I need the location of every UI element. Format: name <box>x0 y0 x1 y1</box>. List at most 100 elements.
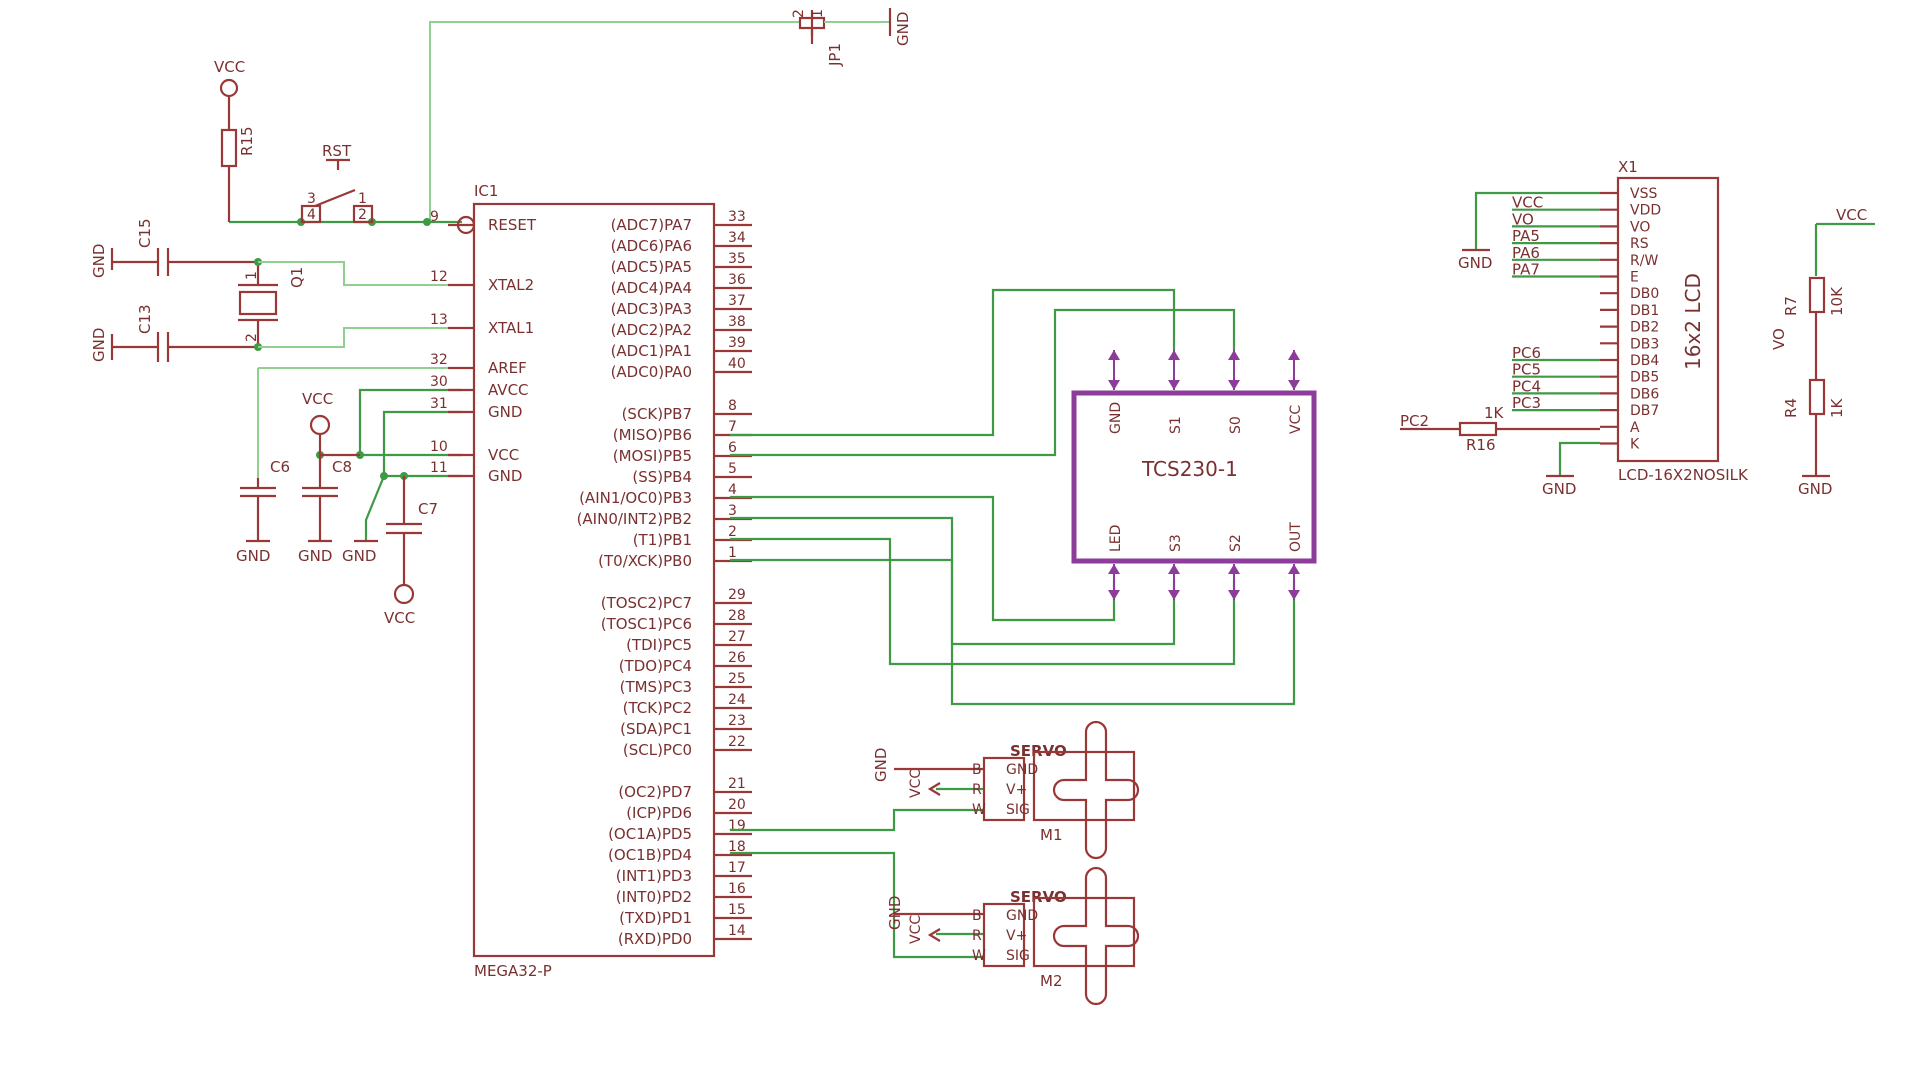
mcu-pin-num: 9 <box>430 209 439 225</box>
servo-ref: M2 <box>1040 972 1063 990</box>
r15-resistor[interactable]: VCC R15 <box>214 58 256 222</box>
r16-value: 1K <box>1484 404 1505 422</box>
mcu-pin-num: 19 <box>728 818 746 834</box>
servo-pin-letter: R <box>972 928 982 944</box>
mcu-pin-name: VCC <box>488 446 519 464</box>
c6-label: C6 <box>270 458 290 476</box>
mcu-pin-num: 18 <box>728 839 746 855</box>
mcu-pin-num: 13 <box>430 312 448 328</box>
crystal-section[interactable]: GND C15 GND C13 Q1 1 2 <box>90 218 462 362</box>
sw-pin4: 4 <box>307 207 316 223</box>
lcd-pin-name: VSS <box>1630 186 1657 202</box>
mcu-pin-name: (SS)PB4 <box>632 468 692 486</box>
mcu-pin-num: 1 <box>728 545 737 561</box>
mcu-pin-name: (T1)PB1 <box>633 531 692 549</box>
mcu-pin-name: (AIN1/OC0)PB3 <box>579 489 692 507</box>
mcu-pin-name: (TDO)PC4 <box>619 657 692 675</box>
divider-vcc-label: VCC <box>1836 206 1867 224</box>
mcu-pin-num: 2 <box>728 524 737 540</box>
mcu-pin-name: (INT0)PD2 <box>616 888 692 906</box>
contrast-divider[interactable]: VCC GND R7 10K R4 1K VO <box>1770 206 1875 498</box>
mcu-pin-name: (SCK)PB7 <box>622 405 692 423</box>
lcd-ref: X1 <box>1618 158 1638 176</box>
sensor-pin-s2: S2 <box>1228 534 1244 552</box>
mcu-pin-name: (ADC3)PA3 <box>611 300 692 318</box>
mcu-ref: IC1 <box>474 182 498 200</box>
mcu-pin-num: 33 <box>728 209 746 225</box>
servo-pin-name: GND <box>1006 908 1038 924</box>
r7-label: R7 <box>1782 296 1800 316</box>
lcd-net-db7: PC3 <box>1512 394 1541 412</box>
jp1-pin2: 2 <box>791 9 807 18</box>
mcu-pin-name: (TOSC1)PC6 <box>601 615 692 633</box>
mcu-pin-name: (T0/XCK)PB0 <box>598 552 692 570</box>
sw-pin1: 1 <box>358 191 367 207</box>
mcu-pin-name: (OC2)PD7 <box>618 783 692 801</box>
mcu-pin-num: 35 <box>728 251 746 267</box>
mcu-pin-name: (MISO)PB6 <box>613 426 692 444</box>
c8-vcc-label: VCC <box>302 390 333 408</box>
sensor-pin-vcc: VCC <box>1288 405 1304 434</box>
lcd-net-db6: PC4 <box>1512 377 1541 395</box>
lcd-pin-name: VO <box>1630 219 1650 235</box>
mcu-pin-name: (TOSC2)PC7 <box>601 594 692 612</box>
mcu-pin-num: 25 <box>728 671 746 687</box>
mcu-pin-num: 28 <box>728 608 746 624</box>
c7-vcc-label: VCC <box>384 609 415 627</box>
mcu-pin-num: 15 <box>728 902 746 918</box>
lcd-pin-name: DB7 <box>1630 403 1659 419</box>
lcd-pin-name: DB4 <box>1630 353 1659 369</box>
c13-label: C13 <box>136 304 154 334</box>
jp1-pin1: 1 <box>810 9 826 18</box>
servo-pin-name: SIG <box>1006 802 1030 818</box>
mcu-pin-name: (ADC2)PA2 <box>611 321 692 339</box>
mcu-pin-name: (ADC6)PA6 <box>611 237 692 255</box>
mcu-pin-name: (AIN0/INT2)PB2 <box>577 510 692 528</box>
mcu-pin-num: 27 <box>728 629 746 645</box>
mcu-pin-name: (OC1A)PD5 <box>608 825 692 843</box>
c15-label: C15 <box>136 218 154 248</box>
mcu-pin-num: 16 <box>728 881 746 897</box>
mcu-atmega32[interactable]: IC1 MEGA32-P RESET9XTAL212XTAL113AREF32A… <box>430 182 752 980</box>
mcu-pin-num: 22 <box>728 734 746 750</box>
servo-pin-letter: R <box>972 782 982 798</box>
mcu-pin-name: XTAL1 <box>488 319 534 337</box>
servo-pin-letter: W <box>972 948 986 964</box>
r15-vcc-label: VCC <box>214 58 245 76</box>
sw-pin3: 3 <box>307 191 316 207</box>
sensor-wiring <box>730 288 1296 706</box>
divider-vo-label: VO <box>1770 328 1788 350</box>
lcd-16x2[interactable]: X1 LCD-16X2NOSILK 16x2 LCD VSSVDDVORSR/W… <box>1400 158 1749 498</box>
jumper-jp1[interactable]: 2 1 JP1 GND <box>791 8 912 67</box>
gnd-c6-label: GND <box>236 547 270 565</box>
r4-label: R4 <box>1782 398 1800 418</box>
mcu-pin-num: 37 <box>728 293 746 309</box>
lcd-pin-name: K <box>1630 437 1640 453</box>
mcu-pin-name: XTAL2 <box>488 276 534 294</box>
lcd-pin-name: RS <box>1630 236 1649 252</box>
decoupling-section[interactable]: VCC C6 GND C8 GND GND C7 VCC <box>236 367 462 627</box>
mcu-pin-num: 7 <box>728 419 737 435</box>
mcu-pin-num: 5 <box>728 461 737 477</box>
mcu-pin-num: 31 <box>430 396 448 412</box>
reset-net <box>229 21 800 226</box>
mcu-pin-name: (TMS)PC3 <box>620 678 692 696</box>
mcu-left-pins: RESET9XTAL212XTAL113AREF32AVCC30GND31VCC… <box>430 209 537 485</box>
mcu-pin-num: 17 <box>728 860 746 876</box>
lcd-pin-name: DB6 <box>1630 386 1659 402</box>
mcu-pin-name: (OC1B)PD4 <box>608 846 692 864</box>
mcu-pin-name: (SDA)PC1 <box>620 720 692 738</box>
mcu-pin-num: 38 <box>728 314 746 330</box>
lcd-net-vcc: VCC <box>1512 194 1543 212</box>
jp1-label: JP1 <box>826 43 844 67</box>
mcu-pin-num: 3 <box>728 503 737 519</box>
lcd-net-rs: PA5 <box>1512 227 1540 245</box>
reset-switch[interactable]: RST 3 4 2 1 <box>300 142 374 224</box>
sensor-pin-gnd: GND <box>1108 402 1124 434</box>
